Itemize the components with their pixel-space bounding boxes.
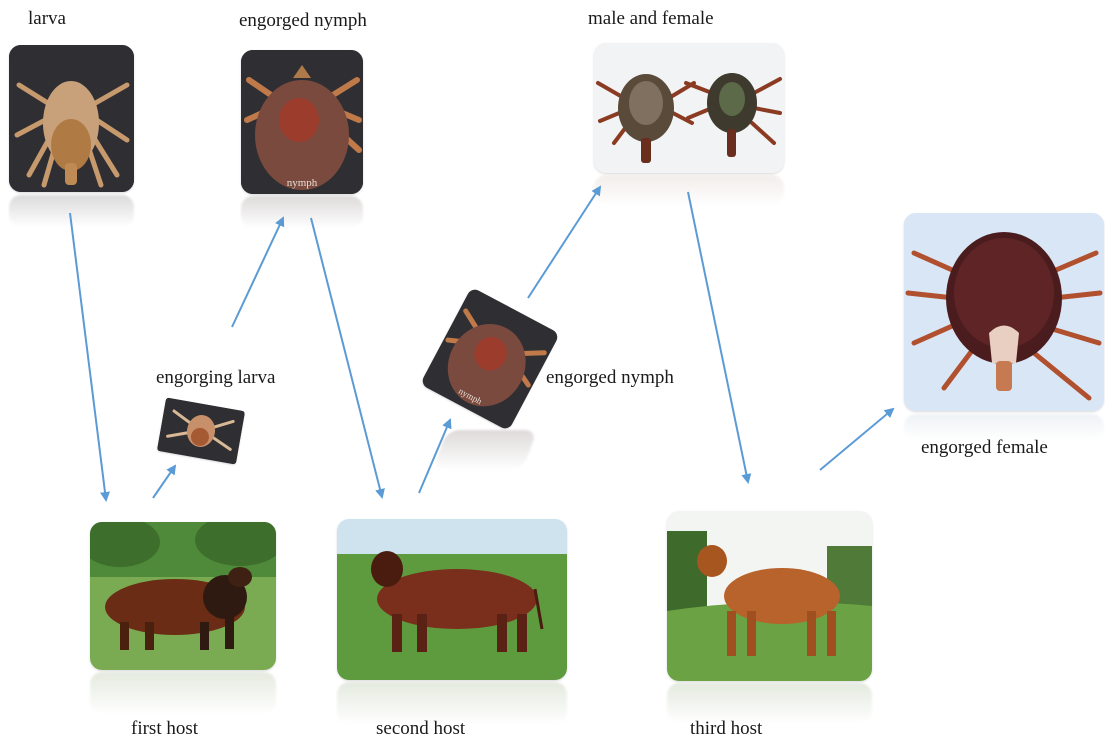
- engorging-larva-image: [157, 397, 245, 464]
- label-first-host: first host: [131, 718, 198, 740]
- male-and-female-image: [594, 43, 784, 173]
- engorged-female-image: [904, 213, 1104, 411]
- label-engorged-nymph-top: engorged nymph: [239, 10, 367, 32]
- arrow-first-host-to-engorging-larva: [153, 466, 175, 498]
- label-male-and-female: male and female: [588, 8, 714, 30]
- first-host-reflection: [90, 672, 276, 714]
- larva-image: [9, 45, 134, 192]
- arrow-nymph-to-second-host: [311, 218, 382, 497]
- nymph-reflection: [241, 196, 363, 228]
- male-female-reflection: [594, 175, 784, 205]
- second-host-image: [337, 519, 567, 680]
- arrow-engorging-larva-to-nymph: [232, 218, 283, 327]
- arrow-adults-to-third-host: [688, 192, 748, 482]
- nymph-watermark: nymph: [287, 177, 318, 189]
- label-larva: larva: [28, 8, 66, 30]
- engorged-nymph-image: nymph: [241, 50, 363, 194]
- label-second-host: second host: [376, 718, 465, 740]
- third-host-reflection: [667, 683, 872, 723]
- first-host-image: [90, 522, 276, 670]
- arrow-engorged-nymph-to-adults: [528, 187, 600, 298]
- label-engorging-larva: engorging larva: [156, 367, 275, 389]
- label-third-host: third host: [690, 718, 762, 740]
- label-engorged-female: engorged female: [921, 437, 1048, 459]
- mid-nymph-reflection: [433, 430, 538, 470]
- arrow-third-host-to-female: [820, 409, 893, 470]
- third-host-image: [667, 511, 872, 681]
- arrow-larva-to-first-host: [70, 213, 106, 500]
- engorged-nymph-mid-image: nymph: [420, 287, 560, 431]
- label-engorged-nymph-mid: engorged nymph: [546, 367, 674, 389]
- larva-reflection: [9, 195, 134, 227]
